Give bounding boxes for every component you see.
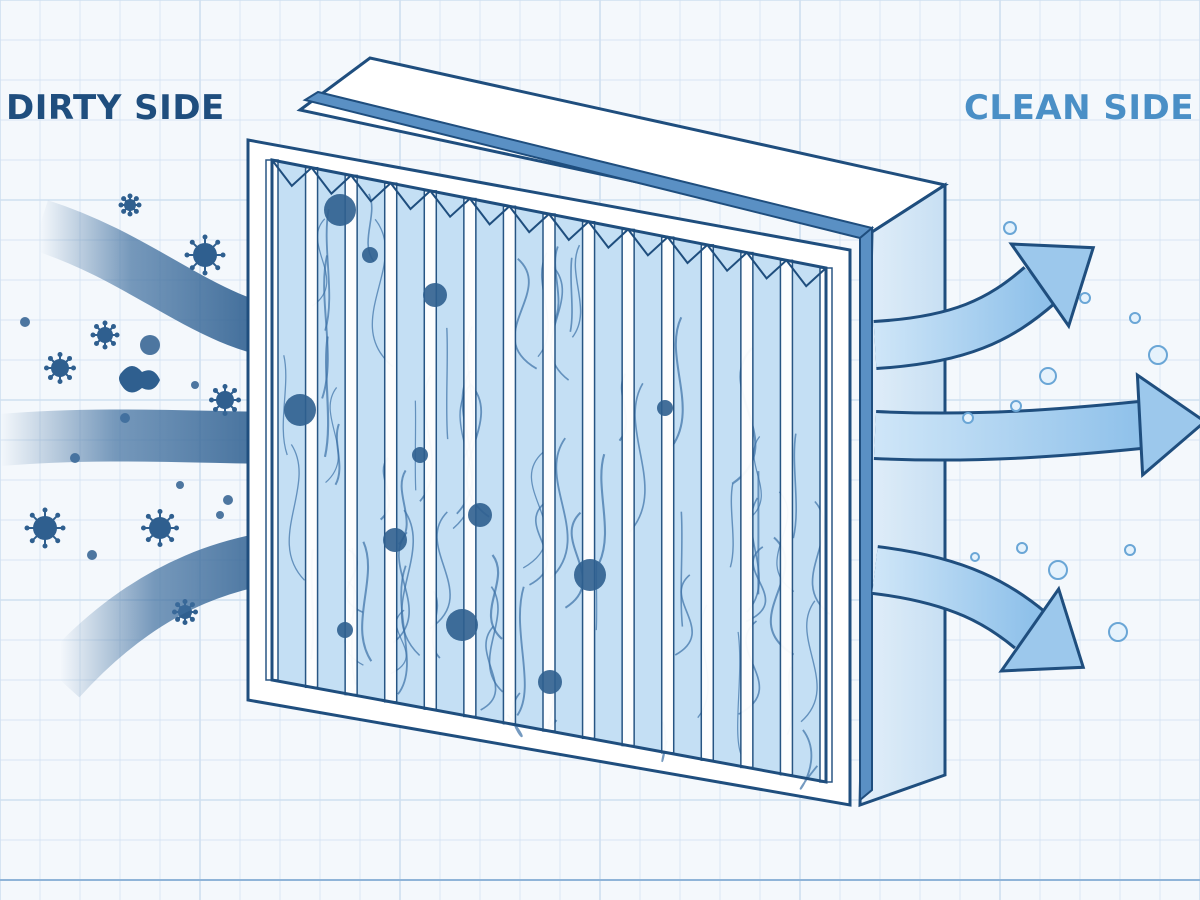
filter-inner-border — [270, 158, 828, 784]
clean-particles-icon — [962, 221, 1168, 642]
clean-airflow-arrows — [871, 242, 1200, 673]
filter-pleats — [265, 159, 833, 783]
filter-gasket-side — [859, 225, 873, 803]
dirty-side-label: DIRTY SIDE — [6, 88, 225, 128]
clean-side-label: CLEAN SIDE — [963, 88, 1194, 128]
dirty-particles-icon — [20, 193, 296, 625]
pleated-filter — [246, 56, 949, 808]
trapped-particles-icon — [284, 194, 673, 694]
